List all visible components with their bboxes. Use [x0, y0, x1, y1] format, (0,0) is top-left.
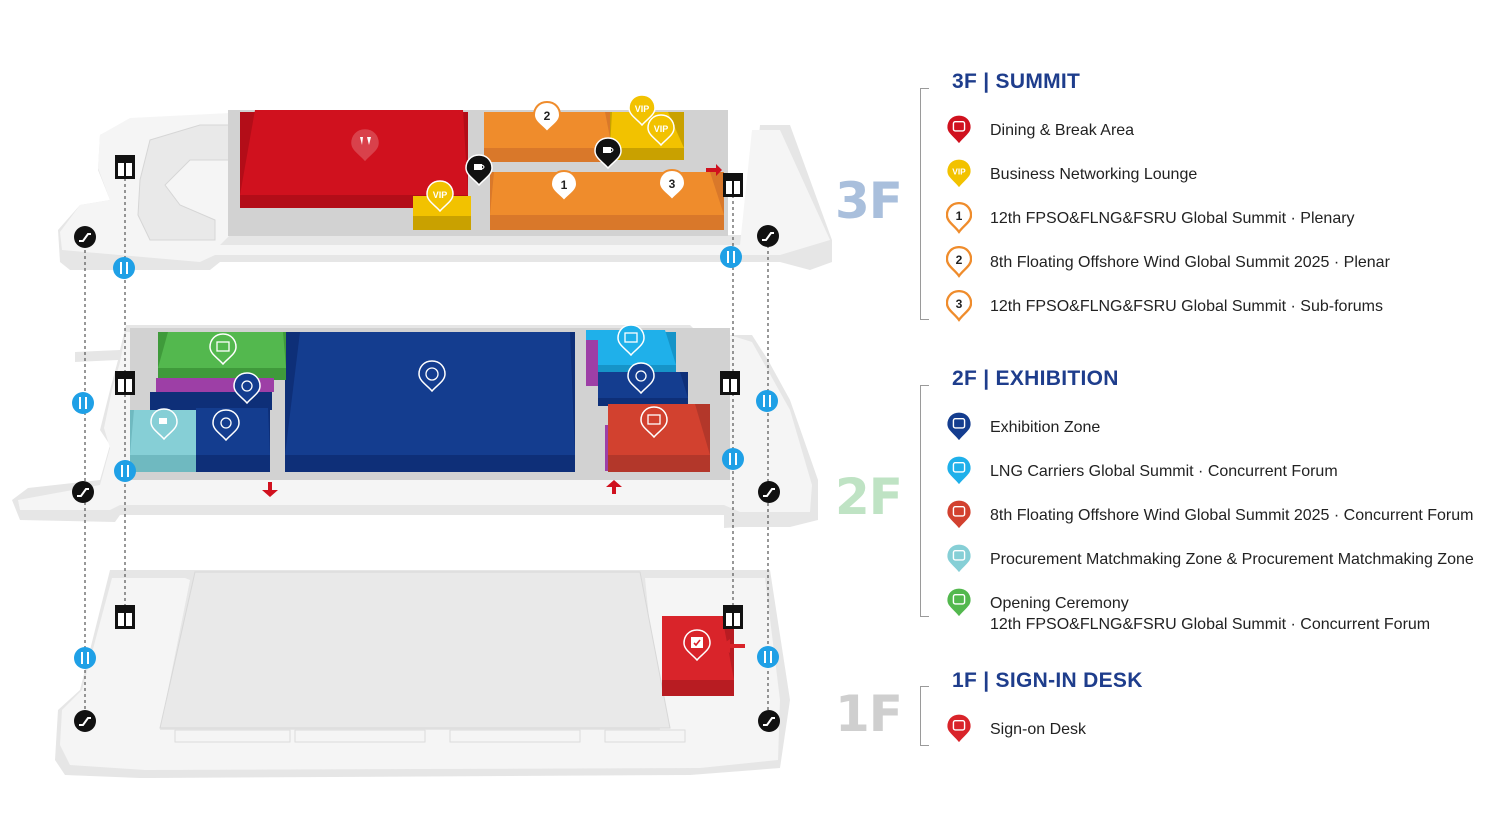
forum-icon [946, 455, 972, 486]
floor-1f-slab [55, 570, 790, 778]
legend-item: LNG Carriers Global Summit · Concurrent … [946, 455, 1500, 499]
legend-section-exhibition [920, 385, 929, 617]
floor-label-3f: 3F [835, 172, 903, 230]
svg-text:1: 1 [561, 178, 568, 192]
stair-icons [72, 246, 779, 669]
legend-item-label: 8th Floating Offshore Wind Global Summit… [990, 254, 1390, 271]
legend-title-exhibition: 2F | EXHIBITION [952, 367, 1119, 390]
number-2-icon: 2 [946, 246, 972, 278]
entry-arrow-3f [706, 164, 722, 176]
legend-item: Dining & Break Area [946, 114, 1500, 158]
coffee-pin-3f-a[interactable] [465, 154, 493, 186]
coffee-pin-3f-b[interactable] [594, 137, 622, 169]
svg-text:1: 1 [956, 209, 963, 223]
legend-section-signin [920, 686, 929, 746]
legend-item-label: LNG Carriers Global Summit · Concurrent … [990, 463, 1338, 480]
legend-item-label: 8th Floating Offshore Wind Global Summit… [990, 507, 1474, 524]
pin-vip-lounge-3f-c[interactable]: VIP [647, 114, 675, 146]
pin-vip-lounge-3f-b[interactable]: VIP [628, 94, 656, 126]
svg-text:3: 3 [956, 297, 963, 311]
dining-icon [946, 114, 972, 145]
svg-text:2: 2 [956, 253, 963, 267]
svg-text:2: 2 [544, 109, 551, 123]
pin-room-2[interactable]: 2 [533, 101, 561, 133]
svg-text:VIP: VIP [952, 166, 966, 176]
svg-text:3: 3 [669, 177, 676, 191]
forum-icon [946, 587, 972, 618]
legend-item-label: Dining & Break Area [990, 122, 1135, 139]
legend-title-signin: 1F | SIGN-IN DESK [952, 669, 1143, 692]
pin-procurement-coffee[interactable] [150, 408, 178, 440]
svg-text:VIP: VIP [433, 190, 448, 200]
pin-lng-carriers[interactable] [617, 324, 645, 356]
floor-plan-map: VIP VIP VIP 2 1 3 [12, 94, 832, 778]
escalator-icons [72, 225, 780, 732]
legend-item-label: Exhibition Zone [990, 419, 1101, 436]
exhibition-icon [946, 411, 972, 442]
legend-item: Procurement Matchmaking Zone & Procureme… [946, 543, 1500, 587]
legend-item: Exhibition Zone [946, 411, 1500, 455]
floor-3f-rooms [240, 110, 724, 230]
legend-title-summit: 3F | SUMMIT [952, 70, 1081, 93]
legend-item-label: Sign-on Desk [990, 721, 1087, 738]
legend-item-label: 12th FPSO&FLNG&FSRU Global Summit · Plen… [990, 210, 1355, 227]
pin-dining[interactable] [351, 129, 379, 161]
number-1-icon: 1 [946, 202, 972, 234]
legend-item-label: Business Networking Lounge [990, 166, 1198, 183]
legend-item: 3 12th FPSO&FLNG&FSRU Global Summit · Sub… [946, 290, 1500, 334]
svg-text:VIP: VIP [654, 124, 669, 134]
pin-opening-ceremony[interactable] [209, 333, 237, 365]
legend-item: 8th Floating Offshore Wind Global Summit… [946, 499, 1500, 543]
vip-icon: VIP [946, 158, 972, 189]
pin-exhibition-right[interactable] [627, 362, 655, 394]
pin-room-1[interactable]: 1 [550, 170, 578, 202]
elevator-icons [115, 155, 743, 629]
floor-label-1f: 1F [835, 685, 903, 743]
legend-item: VIP Business Networking Lounge [946, 158, 1500, 202]
pin-room-3[interactable]: 3 [658, 169, 686, 201]
floor-2f-rooms [130, 330, 710, 497]
forum-icon [946, 499, 972, 530]
pin-exhibition-small-2[interactable] [212, 409, 240, 441]
legend-item: Sign-on Desk [946, 713, 1500, 757]
legend-item-label: Procurement Matchmaking Zone & Procureme… [990, 551, 1474, 568]
svg-text:VIP: VIP [635, 104, 650, 114]
pin-exhibition-zone[interactable] [418, 360, 446, 392]
coffee-icon [946, 543, 972, 574]
legend-item: 2 8th Floating Offshore Wind Global Summi… [946, 246, 1500, 290]
pin-offshore-wind-forum[interactable] [640, 406, 668, 438]
sign-in-check-icon [946, 713, 972, 744]
pin-vip-lounge-3f-a[interactable]: VIP [426, 180, 454, 212]
legend-item: 1 12th FPSO&FLNG&FSRU Global Summit · Ple… [946, 202, 1500, 246]
legend-item-label: 12th FPSO&FLNG&FSRU Global Summit · Sub-… [990, 298, 1383, 315]
number-3-icon: 3 [946, 290, 972, 322]
pin-exhibition-small[interactable] [233, 372, 261, 404]
floor-label-2f: 2F [835, 468, 903, 526]
pin-sign-in-desk[interactable] [683, 629, 711, 661]
legend-section-summit [920, 88, 929, 320]
